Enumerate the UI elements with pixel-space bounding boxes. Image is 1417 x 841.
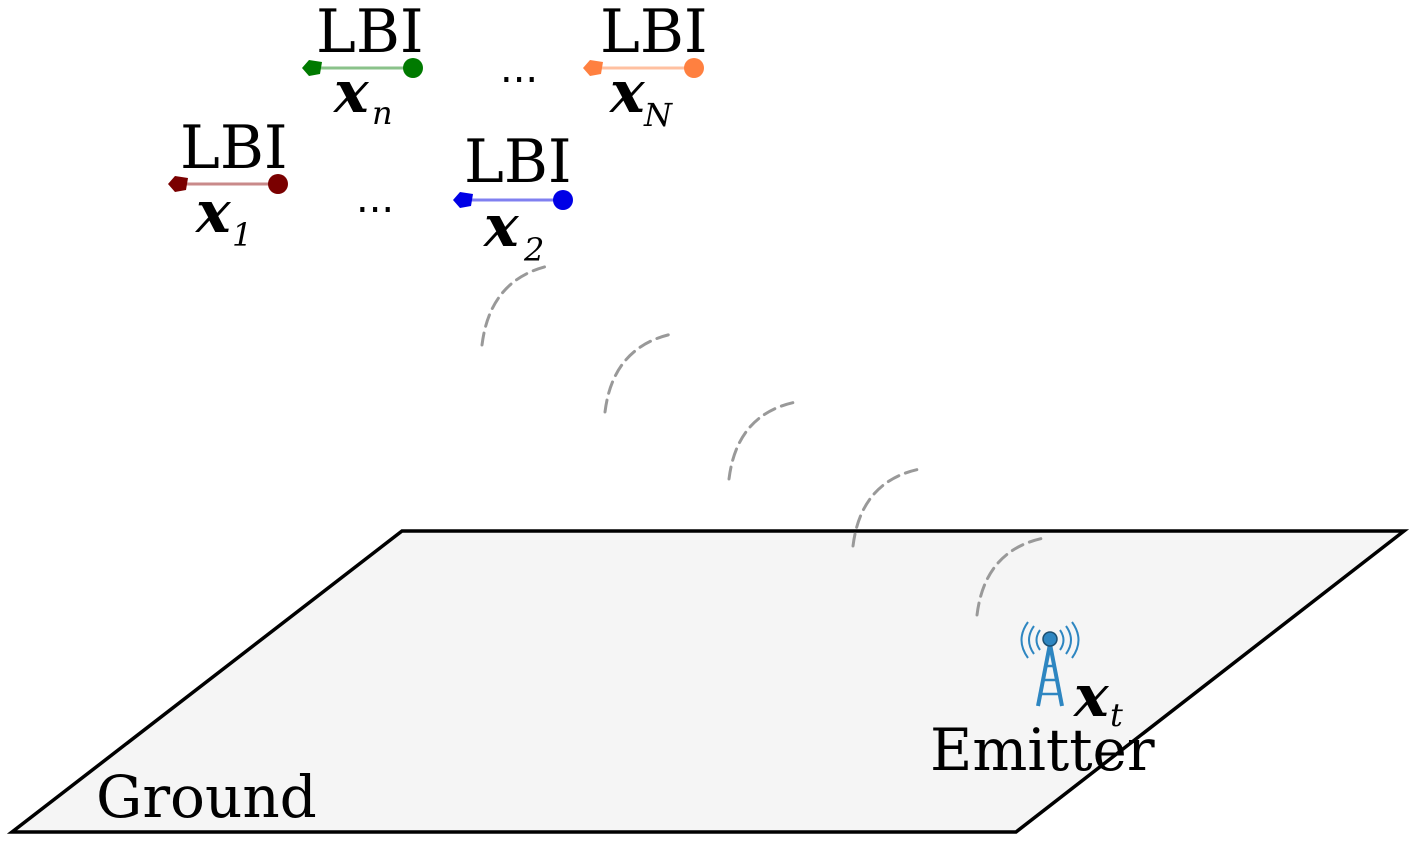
satellite-N-label: LBI bbox=[600, 0, 708, 67]
ellipsis-top: ... bbox=[500, 46, 538, 92]
signal-wave bbox=[727, 400, 798, 481]
satellite-n-label: LBI bbox=[316, 0, 424, 67]
satellite-n-subscript: n bbox=[372, 94, 393, 132]
satellite-n-body bbox=[403, 58, 423, 78]
signal-wave bbox=[480, 264, 550, 347]
satellite-2: LBI x 2 bbox=[453, 127, 573, 269]
satellite-1-label: LBI bbox=[180, 113, 288, 183]
satellite-1-subscript: 1 bbox=[232, 216, 252, 254]
ground-label: Ground bbox=[96, 763, 317, 831]
satellite-N-antenna-icon bbox=[583, 60, 603, 76]
ground-plane bbox=[6, 529, 1410, 834]
signal-wave bbox=[603, 332, 674, 414]
satellite-N-symbol: x bbox=[608, 58, 646, 126]
emitter-subscript: t bbox=[1110, 696, 1123, 734]
satellite-N-body bbox=[684, 58, 704, 78]
satellite-N-subscript: N bbox=[643, 96, 673, 134]
satellite-n: LBI x n bbox=[302, 0, 424, 132]
satellite-1-body bbox=[268, 174, 288, 194]
satellite-1-antenna-icon bbox=[168, 176, 188, 192]
satellite-2-label: LBI bbox=[464, 127, 572, 197]
satellite-n-symbol: x bbox=[332, 58, 370, 126]
signal-wave bbox=[975, 536, 1046, 617]
emitter-tower-icon bbox=[1020, 621, 1080, 707]
satellite-1: LBI x 1 bbox=[168, 113, 288, 254]
satellite-2-symbol: x bbox=[482, 192, 520, 260]
signal-wave bbox=[851, 467, 922, 548]
emitter-symbol: x bbox=[1072, 662, 1110, 730]
signal-waves bbox=[480, 264, 1046, 617]
satellite-2-subscript: 2 bbox=[523, 231, 544, 269]
satellite-N: LBI x N bbox=[583, 0, 708, 134]
emitter-label: Emitter bbox=[930, 716, 1155, 784]
satellite-2-antenna-icon bbox=[453, 192, 473, 208]
satellite-2-body bbox=[553, 190, 573, 210]
satellite-n-antenna-icon bbox=[302, 60, 322, 76]
satellite-1-symbol: x bbox=[194, 178, 232, 246]
ellipsis-bottom: ... bbox=[356, 176, 394, 222]
